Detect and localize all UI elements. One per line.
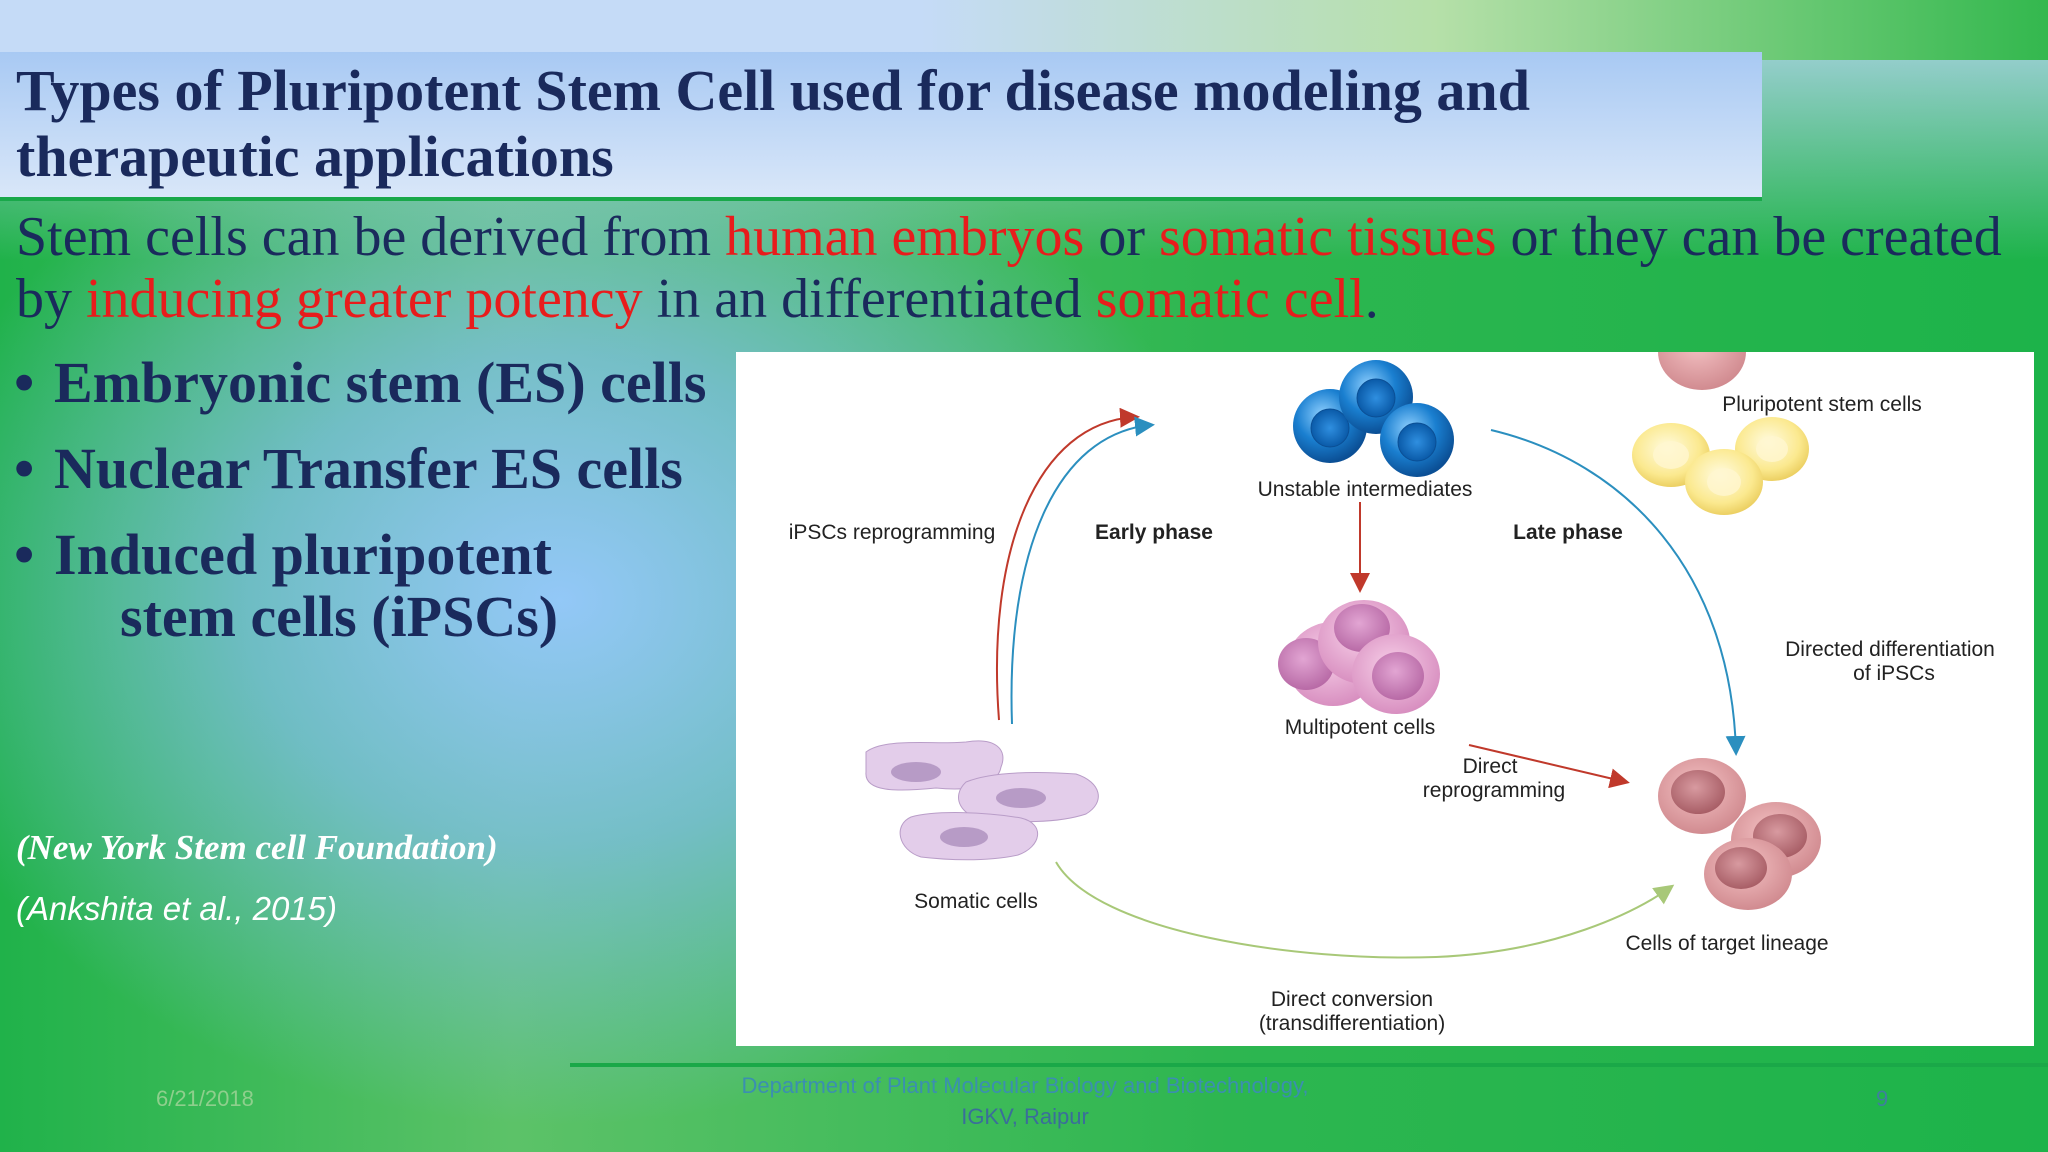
title-band — [0, 52, 1762, 201]
direct-reprogramming-arrow — [1468, 744, 1630, 789]
label-pluripotent-stem-cells: Pluripotent stem cells — [1722, 393, 1922, 416]
bullet-text: Nuclear Transfer ES cells — [54, 436, 683, 501]
footer-divider — [570, 1063, 2048, 1067]
footer-department-line2: IGKV, Raipur — [961, 1104, 1089, 1129]
label-unstable-intermediates: Unstable intermediates — [1258, 478, 1473, 501]
intro-text-5: . — [1364, 268, 1379, 330]
label-early-phase: Early phase — [1095, 521, 1213, 544]
somatic-cells — [865, 740, 1099, 861]
intro-highlight-3: inducing greater potency — [86, 268, 643, 330]
reprogramming-diagram: Unstable intermediates Pluripotent stem … — [789, 352, 1995, 1035]
citation-paper: (Ankshita et al., 2015) — [16, 890, 338, 927]
label-somatic-cells: Somatic cells — [914, 890, 1038, 913]
target-lineage-cells — [1658, 352, 1821, 910]
label-direct-reprogramming: Direct — [1463, 755, 1518, 778]
intro-text-4: in an differentiated — [642, 268, 1096, 330]
bullet-list: • Embryonic stem (ES) cells • Nuclear Tran… — [14, 352, 706, 672]
intro-highlight-4: somatic cell — [1095, 268, 1365, 330]
bullet-item: • Embryonic stem (ES) cells — [14, 352, 706, 414]
reprogramming-figure: Unstable intermediates Pluripotent stem … — [736, 352, 2034, 1046]
bullet-glyph: • — [14, 350, 35, 415]
label-transdifferentiation: (transdifferentiation) — [1259, 1012, 1445, 1035]
bullet-glyph: • — [14, 522, 35, 587]
label-directed-differentiation: Directed differentiation — [1785, 638, 1995, 661]
citation-foundation: (New York Stem cell Foundation) — [16, 828, 498, 867]
footer-department-line1: Department of Plant Molecular Biology an… — [741, 1073, 1309, 1098]
bullet-text: Embryonic stem (ES) cells — [54, 350, 707, 415]
early-phase-arrow — [1010, 416, 1155, 725]
label-direct-reprogramming-2: reprogramming — [1423, 779, 1565, 802]
bullet-text-line1: Induced pluripotent — [54, 522, 552, 587]
footer-department: Department of Plant Molecular Biology an… — [690, 1070, 1360, 1132]
intro-paragraph: Stem cells can be derived from human emb… — [16, 206, 2006, 330]
label-multipotent-cells: Multipotent cells — [1285, 716, 1436, 739]
intro-highlight-2: somatic tissues — [1159, 206, 1497, 268]
footer-page-number: 9 — [1876, 1086, 1889, 1111]
bullet-item: • Nuclear Transfer ES cells — [14, 438, 706, 500]
direct-conversion-arrow — [1055, 861, 1675, 959]
intro-text-3: or they can be created by — [16, 206, 2002, 330]
bullet-text-line2: stem cells (iPSCs) — [120, 584, 559, 649]
slide-title: Types of Pluripotent Stem Cell used for … — [16, 58, 1530, 189]
intro-text-2: or — [1084, 206, 1160, 268]
unstable-intermediate-cells — [1293, 360, 1454, 477]
intro-text-1: Stem cells can be derived from — [16, 206, 726, 268]
footer-date: 6/21/2018 — [156, 1086, 254, 1111]
intro-highlight-1: human embryos — [725, 206, 1085, 268]
label-direct-conversion: Direct conversion — [1271, 988, 1433, 1011]
label-directed-differentiation-2: of iPSCs — [1853, 662, 1935, 685]
label-target-lineage: Cells of target lineage — [1625, 932, 1828, 955]
pluripotent-cells — [1632, 417, 1809, 515]
late-phase-arrow — [1490, 429, 1746, 756]
label-late-phase: Late phase — [1513, 521, 1623, 544]
multipotent-cells — [1278, 600, 1440, 714]
bullet-glyph: • — [14, 436, 35, 501]
label-ipscs-reprogramming: iPSCs reprogramming — [789, 521, 996, 544]
reprogramming-arrow-red — [995, 407, 1140, 721]
